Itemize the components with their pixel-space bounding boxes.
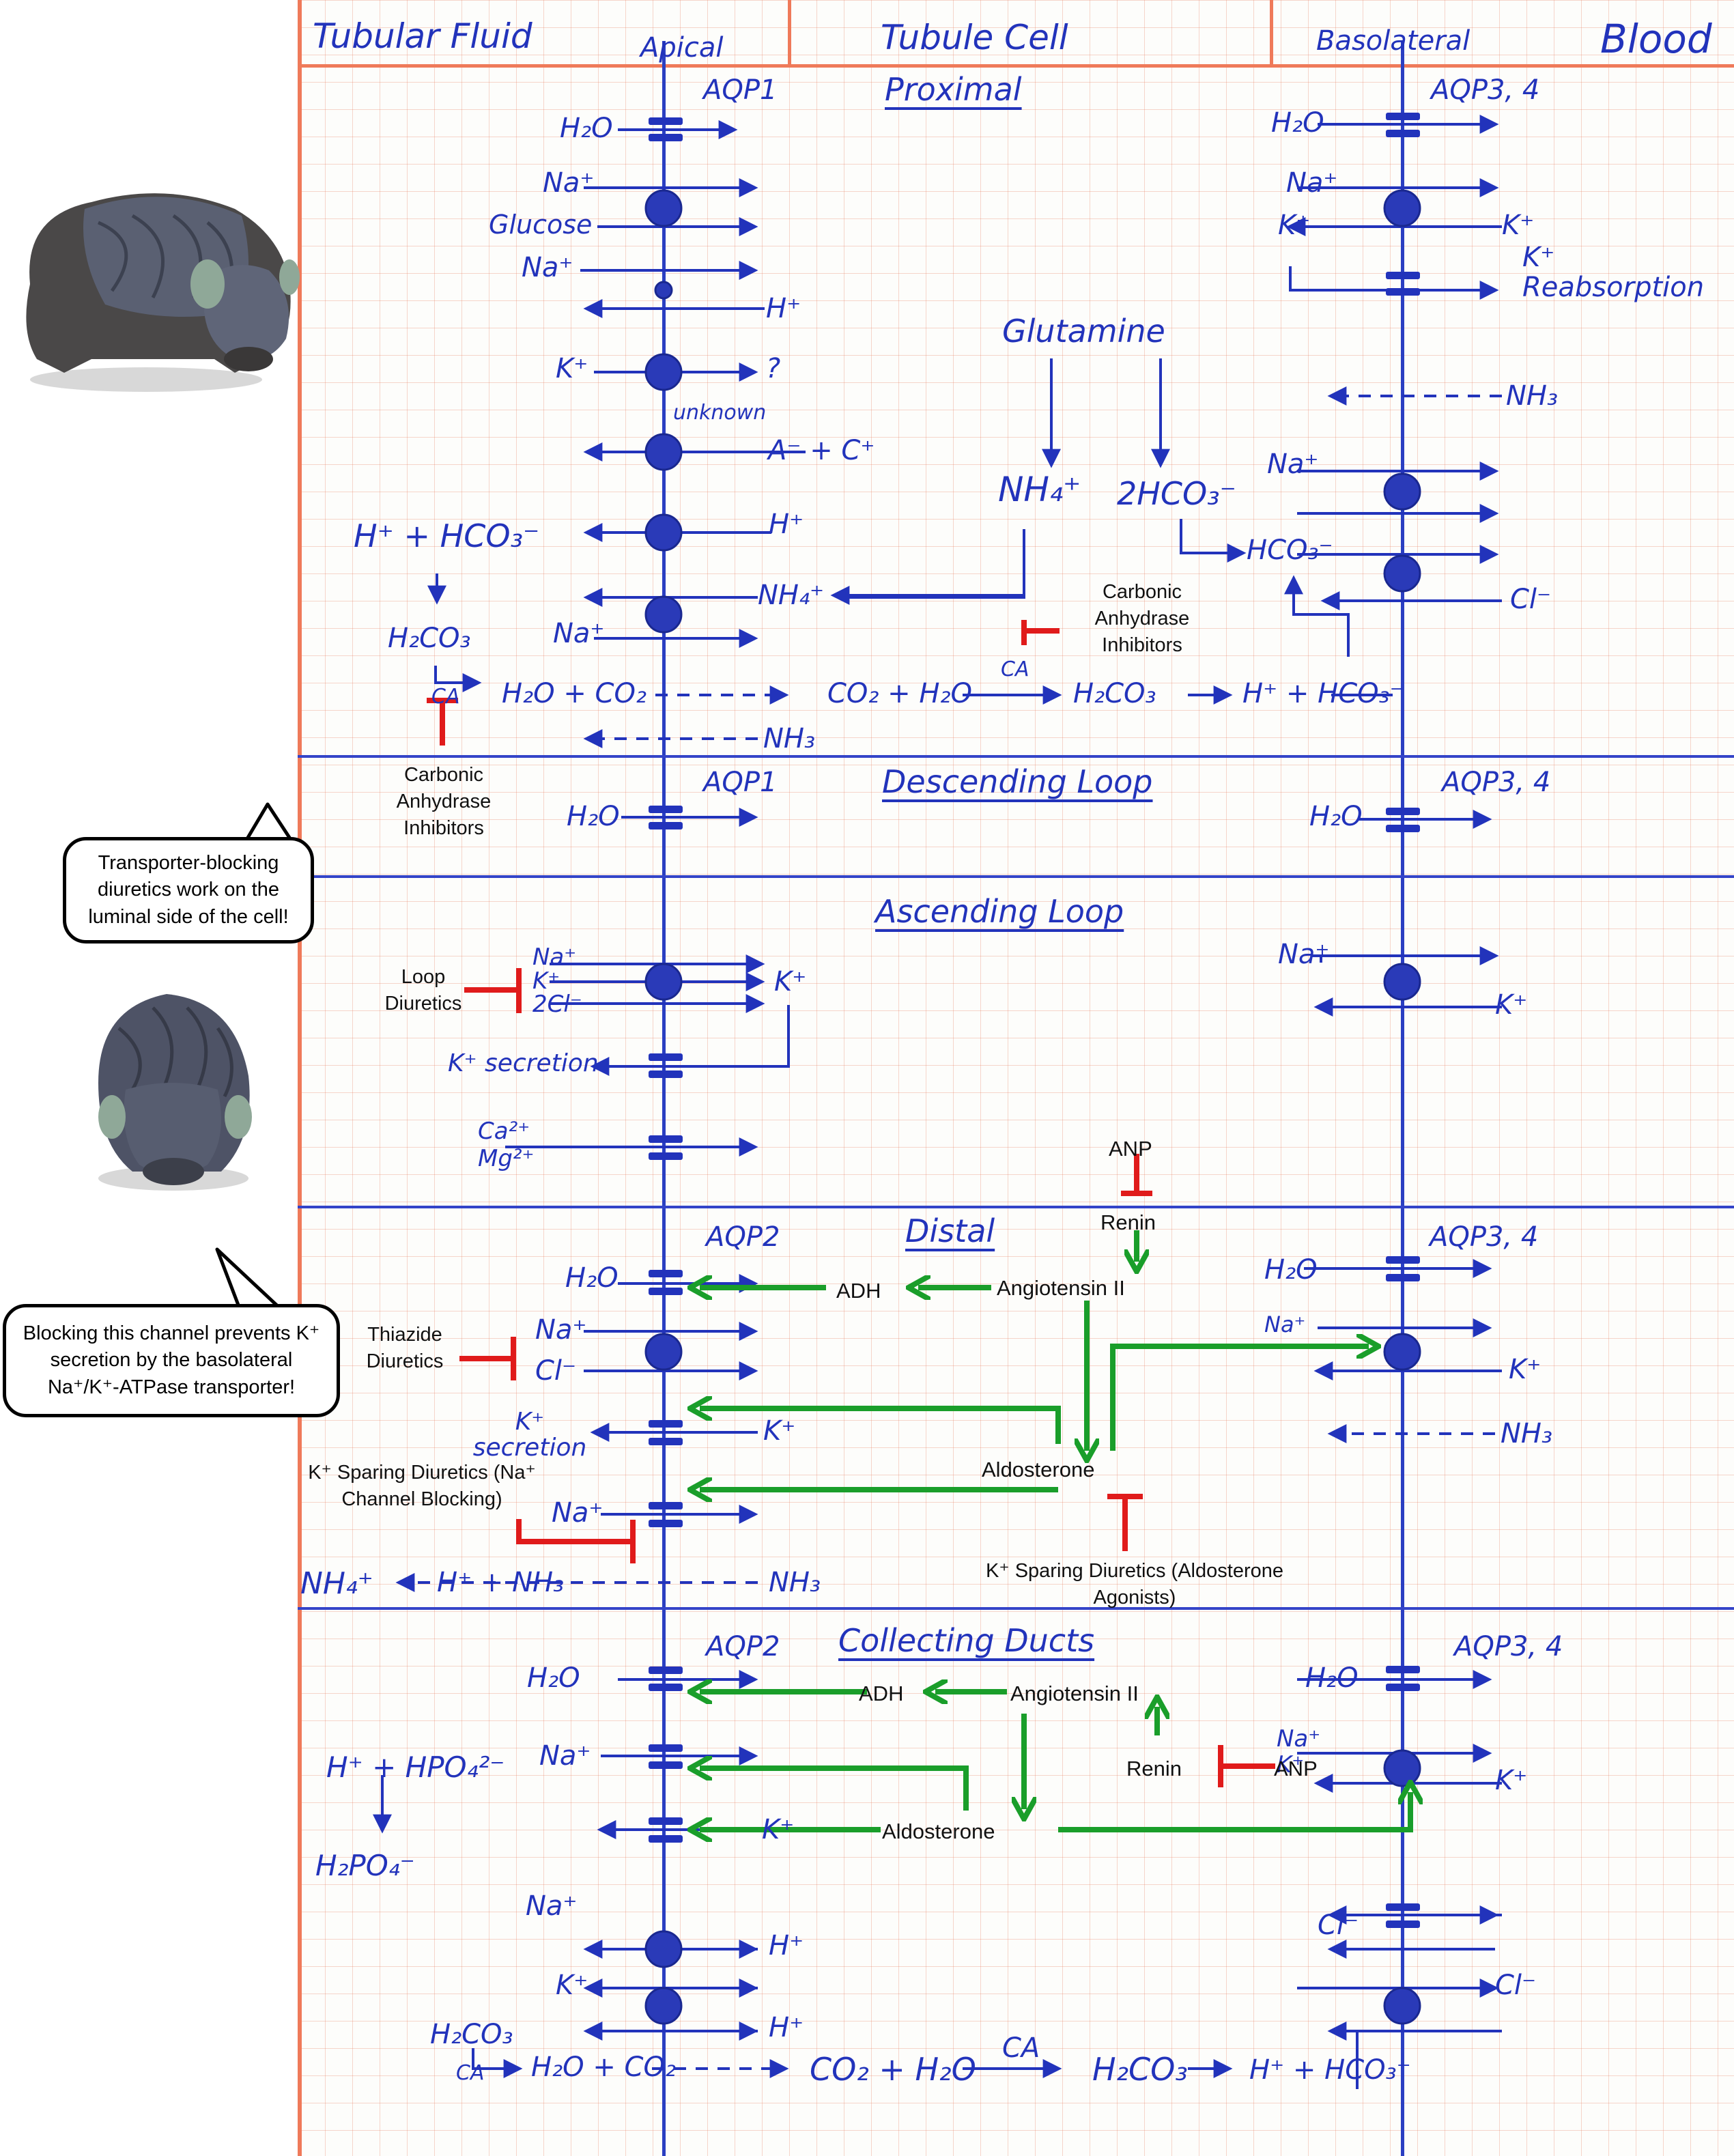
speech-bubble-bottom: Blocking this channel prevents K⁺ secret… — [3, 1304, 340, 1417]
speech-bubble-top: Transporter-blocking diuretics work on t… — [63, 837, 314, 944]
